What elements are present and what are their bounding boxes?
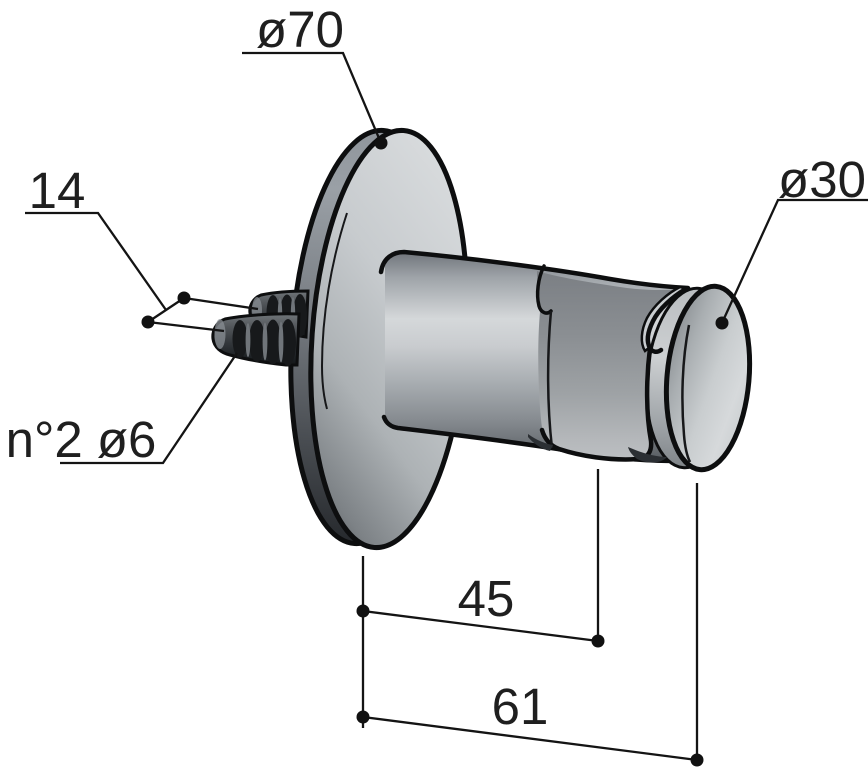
holder-barrel-outline-top: [378, 249, 691, 291]
front-face-arc: [681, 324, 692, 463]
dot-flange: [374, 136, 388, 150]
dim-label-total-depth: 61: [492, 678, 549, 735]
dim-45-lines: [361, 469, 600, 728]
leader-holder-diameter: [720, 198, 868, 324]
dim-label-stud-spacing: 14: [29, 162, 86, 219]
saddle-shadow-left: [528, 434, 553, 451]
dot-61-right: [690, 753, 704, 767]
dimension-dots: [141, 136, 729, 767]
leader-flange-diameter: [242, 51, 383, 144]
dim-61-lines: [362, 483, 699, 762]
dot-61-left: [356, 710, 370, 724]
dot-stud-upper: [177, 291, 191, 305]
dimension-lines: [25, 51, 868, 762]
dim-label-studs-spec: n°2 ø6: [6, 411, 157, 468]
saddle-left-lip: [535, 264, 553, 315]
dot-45-right: [591, 634, 605, 648]
dim-label-flange-diameter: ø70: [256, 1, 344, 58]
dim-label-holder-diameter: ø30: [778, 151, 866, 208]
saddle-outline-hook: [645, 286, 689, 354]
flange-edge-arc: [320, 212, 348, 410]
dim-label-depth-to-saddle: 45: [458, 570, 515, 627]
dot-front-face: [715, 316, 729, 330]
leader-studs-spec: [60, 352, 238, 465]
leader-stud-spacing: [25, 211, 259, 333]
dot-45-left: [356, 604, 370, 618]
saddle-left-arc: [546, 310, 554, 449]
dot-stud-lower: [141, 315, 155, 329]
saddle-shadow-right: [628, 447, 667, 463]
mounting-stud-lower: [211, 312, 301, 367]
